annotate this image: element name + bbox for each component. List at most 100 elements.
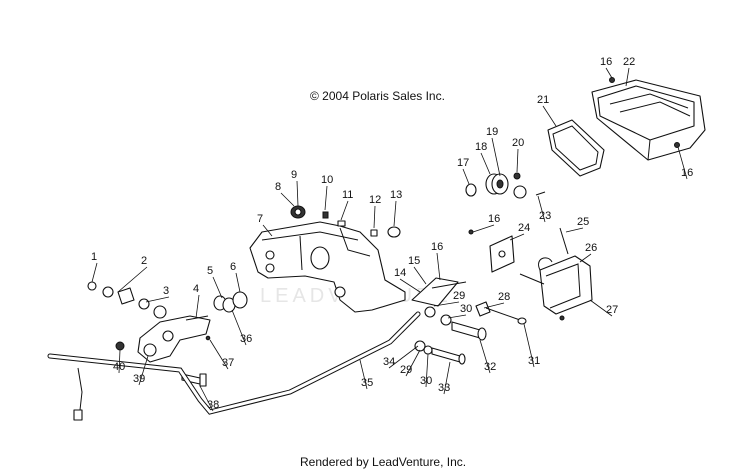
part-callout-35: 35: [361, 377, 373, 389]
part-callout-16: 16: [600, 56, 612, 68]
copyright-text: © 2004 Polaris Sales Inc.: [310, 89, 445, 103]
leader-line-30: [447, 314, 467, 319]
leader-line-18: [480, 152, 491, 175]
leader-line-2: [117, 266, 148, 293]
part-callout-37: 37: [222, 357, 234, 369]
pivot-arm: [137, 315, 211, 363]
leader-line-4: [195, 294, 200, 319]
leader-line-16: [605, 67, 613, 79]
leader-line-40: [118, 349, 121, 374]
part-callout-16: 16: [681, 167, 693, 179]
leader-line-29: [433, 301, 460, 307]
leader-line-5: [212, 276, 223, 299]
leader-line-8: [280, 192, 295, 207]
part-callout-17: 17: [457, 157, 469, 169]
part-callout-33: 33: [438, 382, 450, 394]
leader-line-14: [399, 278, 421, 293]
leader-line-31: [523, 323, 535, 368]
actuator-housing: [519, 255, 593, 315]
footer-credit: Rendered by LeadVenture, Inc.: [300, 455, 467, 469]
leader-line-6: [235, 272, 241, 293]
part-callout-30: 30: [420, 375, 432, 387]
main-bracket: [249, 221, 406, 313]
leader-line-27: [589, 299, 613, 317]
leader-line-11: [340, 200, 349, 221]
leader-line-25: [565, 227, 584, 233]
part-callout-24: 24: [518, 222, 530, 234]
part-callout-39: 39: [133, 373, 145, 385]
airbox-housing: [591, 77, 706, 161]
leader-line-9: [296, 180, 299, 207]
leader-line-22: [625, 67, 630, 87]
leader-line-20: [516, 148, 519, 173]
leader-line-16: [472, 224, 495, 233]
part-callout-11: 11: [342, 189, 353, 201]
leader-line-13: [393, 200, 397, 227]
part-callout-3: 3: [163, 285, 169, 297]
leader-line-16: [677, 146, 688, 180]
leader-line-37: [209, 339, 229, 370]
leader-line-3: [145, 296, 170, 303]
part-callout-7: 7: [257, 213, 263, 225]
part-callout-31: 31: [528, 355, 540, 367]
pulley-assembly: [465, 172, 546, 199]
leader-line-26: [579, 253, 592, 263]
part-callout-23: 23: [539, 210, 551, 222]
part-callout-29: 29: [400, 364, 412, 376]
leader-line-7: [262, 224, 273, 237]
leader-line-29: [405, 349, 421, 377]
leader-line-12: [373, 205, 376, 229]
part-callout-32: 32: [484, 361, 496, 373]
leader-line-38: [199, 385, 214, 412]
part-callout-16: 16: [431, 241, 443, 253]
part-callout-40: 40: [113, 361, 125, 373]
part-callout-27: 27: [606, 304, 618, 316]
part-callout-2: 2: [141, 255, 147, 267]
leader-line-19: [491, 137, 501, 177]
part-callout-26: 26: [585, 242, 597, 254]
leader-line-35: [359, 359, 368, 390]
leader-line-17: [462, 168, 470, 185]
leader-line-24: [509, 233, 525, 241]
part-callout-22: 22: [623, 56, 635, 68]
gasket: [547, 119, 605, 177]
leader-line-39: [138, 355, 149, 386]
part-callout-9: 9: [291, 169, 297, 181]
part-callout-34: 34: [383, 356, 395, 368]
part-callout-4: 4: [193, 283, 199, 295]
part-callout-1: 1: [91, 251, 97, 263]
part-callout-28: 28: [498, 291, 510, 303]
leader-line-36: [231, 309, 247, 346]
part-callout-20: 20: [512, 137, 524, 149]
leader-line-34: [388, 345, 419, 369]
leader-line-1: [91, 262, 98, 283]
part-callout-29: 29: [453, 290, 465, 302]
leader-line-32: [479, 339, 491, 374]
leader-line-15: [413, 266, 427, 285]
leader-line-23: [537, 195, 546, 223]
leader-line-28: [483, 302, 505, 309]
part-callout-19: 19: [486, 126, 498, 138]
part-callout-13: 13: [390, 189, 402, 201]
part-callout-16: 16: [488, 213, 500, 225]
part-callout-15: 15: [408, 255, 420, 267]
nut-10: [322, 211, 329, 219]
part-callout-6: 6: [230, 261, 236, 273]
part-callout-38: 38: [207, 399, 219, 411]
part-callout-5: 5: [207, 265, 213, 277]
part-callout-14: 14: [394, 267, 406, 279]
leader-line-16: [436, 252, 441, 281]
part-callout-25: 25: [577, 216, 589, 228]
part-callout-18: 18: [475, 141, 487, 153]
leader-line-10: [324, 185, 328, 211]
part-callout-8: 8: [275, 181, 281, 193]
leader-line-21: [542, 105, 557, 127]
leader-line-30: [425, 353, 429, 388]
part-callout-12: 12: [369, 194, 381, 206]
part-callout-21: 21: [537, 94, 549, 106]
leader-line-33: [443, 361, 451, 395]
part-callout-10: 10: [321, 174, 333, 186]
